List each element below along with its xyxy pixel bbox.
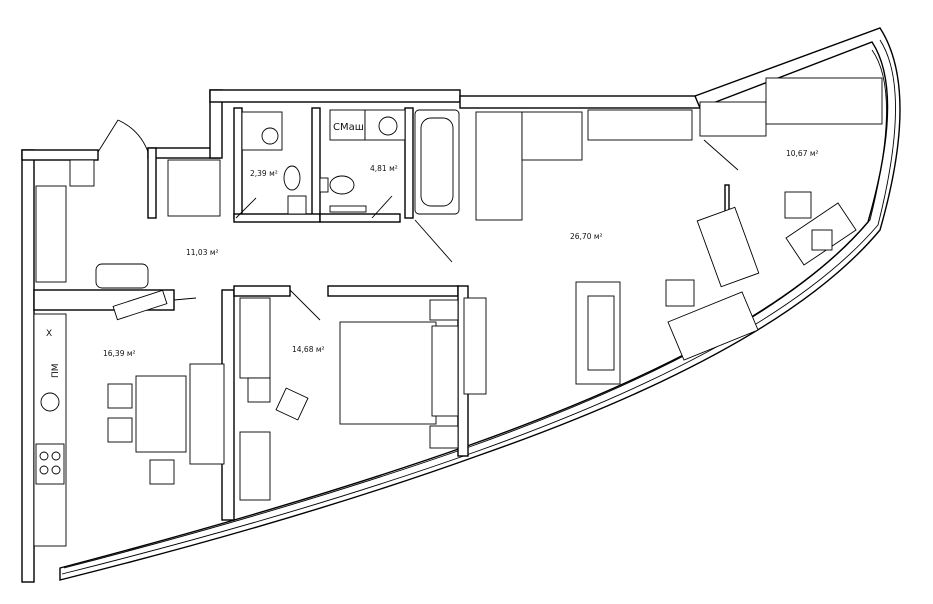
area-label-kitchen: 16,39 м² [103,349,136,358]
room-labels: 2,39 м² 4,81 м² 11,03 м² 16,39 м² 14,68 … [103,149,819,358]
exterior-walls [21,27,901,583]
area-label-bath-large: 4,81 м² [370,164,398,173]
area-label-study: 10,67 м² [786,149,819,158]
area-label-living: 26,70 м² [570,232,603,241]
area-label-bath-small: 2,39 м² [250,169,278,178]
interior-walls [33,107,730,521]
appliance-labels: СМаш ПМ Х [46,122,364,378]
area-label-bedroom: 14,68 м² [292,345,325,354]
doors [97,119,739,321]
other-appliance-label: Х [46,329,52,339]
fixtures [33,77,883,547]
washer-label: СМаш [333,122,364,133]
dishwasher-label: ПМ [51,363,61,378]
area-label-hall: 11,03 м² [186,248,219,257]
